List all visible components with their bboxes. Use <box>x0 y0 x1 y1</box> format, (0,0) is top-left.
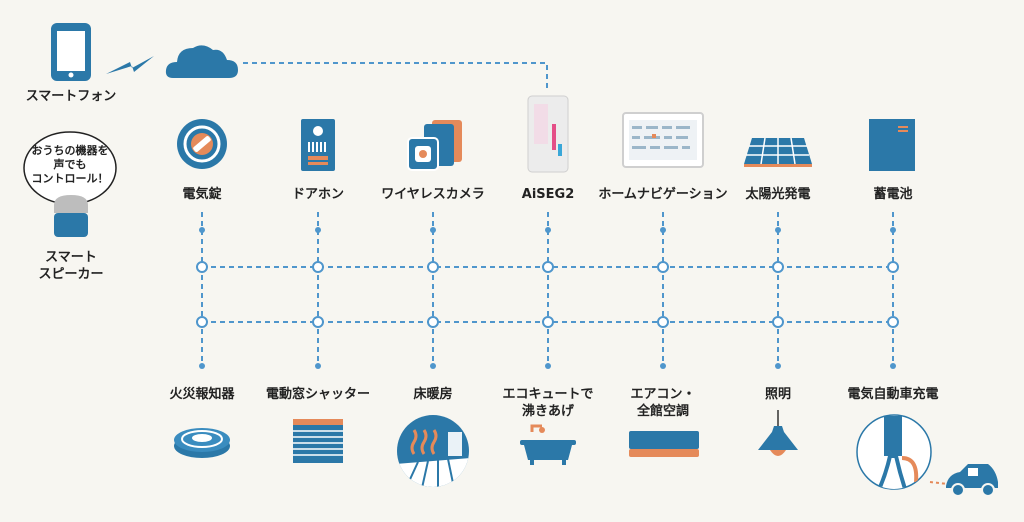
smart-speaker-icon <box>54 195 88 237</box>
cloud-icon <box>165 45 238 78</box>
electric-shutter-label: 電動窓シャッター <box>265 387 371 402</box>
speaker-label-line-1: スマート <box>45 250 97 265</box>
speech-bubble-text: おうちの機器を 声でも コントロール！ <box>20 144 120 186</box>
aiseg2-label: AiSEG2 <box>521 187 575 202</box>
bubble-line-1: おうちの機器を <box>31 144 109 157</box>
battery-icon <box>869 119 915 171</box>
aircon-label-line-1: エアコン・ <box>630 387 696 402</box>
smart-speaker-label: スマート スピーカー <box>38 249 103 283</box>
solar-panel-icon <box>744 137 812 167</box>
lighting-label: 照明 <box>764 387 792 402</box>
aiseg2-hub-icon <box>527 95 569 173</box>
floor-heating-icon <box>397 415 469 487</box>
wireless-camera-icon <box>407 120 462 171</box>
wireless-camera-label: ワイヤレスカメラ <box>381 187 485 202</box>
air-conditioner-icon <box>629 431 699 457</box>
home-navigation-label: ホームナビゲーション <box>598 187 728 202</box>
smartphone-icon <box>51 23 91 81</box>
bubble-line-2: 声でも <box>53 158 87 171</box>
battery-label: 蓄電池 <box>873 187 913 202</box>
smartphone-label: スマートフォン <box>25 89 117 104</box>
electric-shutter-icon <box>293 419 343 463</box>
speaker-label-line-2: スピーカー <box>38 267 104 282</box>
ev-charging-label: 電気自動車充電 <box>847 387 939 402</box>
solar-label: 太陽光発電 <box>745 187 811 202</box>
floor-heating-label: 床暖房 <box>413 387 453 402</box>
aircon-label: エアコン・ 全館空調 <box>630 386 695 420</box>
fire-alarm-label: 火災報知器 <box>169 387 235 402</box>
bubble-line-3: コントロール！ <box>31 172 109 185</box>
aircon-label-line-2: 全館空調 <box>636 404 690 419</box>
ecocute-label-line-2: 沸きあげ <box>521 404 575 419</box>
ecocute-label: エコキュートで 沸きあげ <box>502 386 593 420</box>
ev-charger-icon <box>856 414 998 496</box>
electric-lock-icon <box>177 119 227 169</box>
doorphone-icon <box>301 119 335 171</box>
fire-alarm-icon <box>174 428 230 458</box>
home-navigation-icon <box>622 112 704 168</box>
doorphone-label: ドアホン <box>291 187 345 202</box>
pendant-light-icon <box>758 410 798 456</box>
cloud-to-hub-line <box>243 62 548 92</box>
wireless-signal-icon <box>106 56 154 74</box>
ecocute-label-line-1: エコキュートで <box>502 387 594 402</box>
electric-lock-label: 電気錠 <box>182 187 222 202</box>
bathtub-icon <box>520 424 576 465</box>
